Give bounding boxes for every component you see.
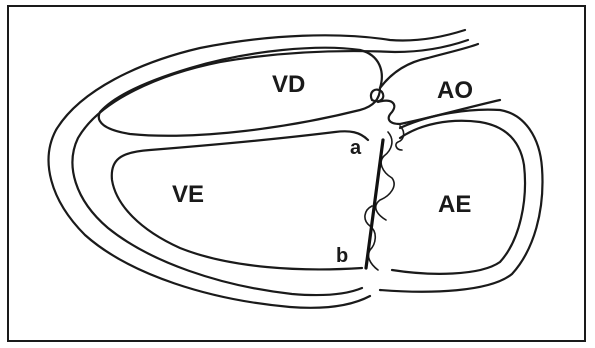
label-b: b	[336, 245, 348, 267]
label-vd: VD	[272, 71, 305, 98]
measurement-line-ab	[366, 140, 383, 268]
outer-wall-inner-edge	[72, 40, 468, 295]
ve-chamber	[112, 131, 368, 269]
label-ae: AE	[438, 191, 471, 218]
label-ve: VE	[172, 181, 204, 208]
label-a: a	[350, 137, 362, 159]
label-ao: AO	[437, 77, 473, 104]
vd-chamber	[99, 48, 382, 136]
